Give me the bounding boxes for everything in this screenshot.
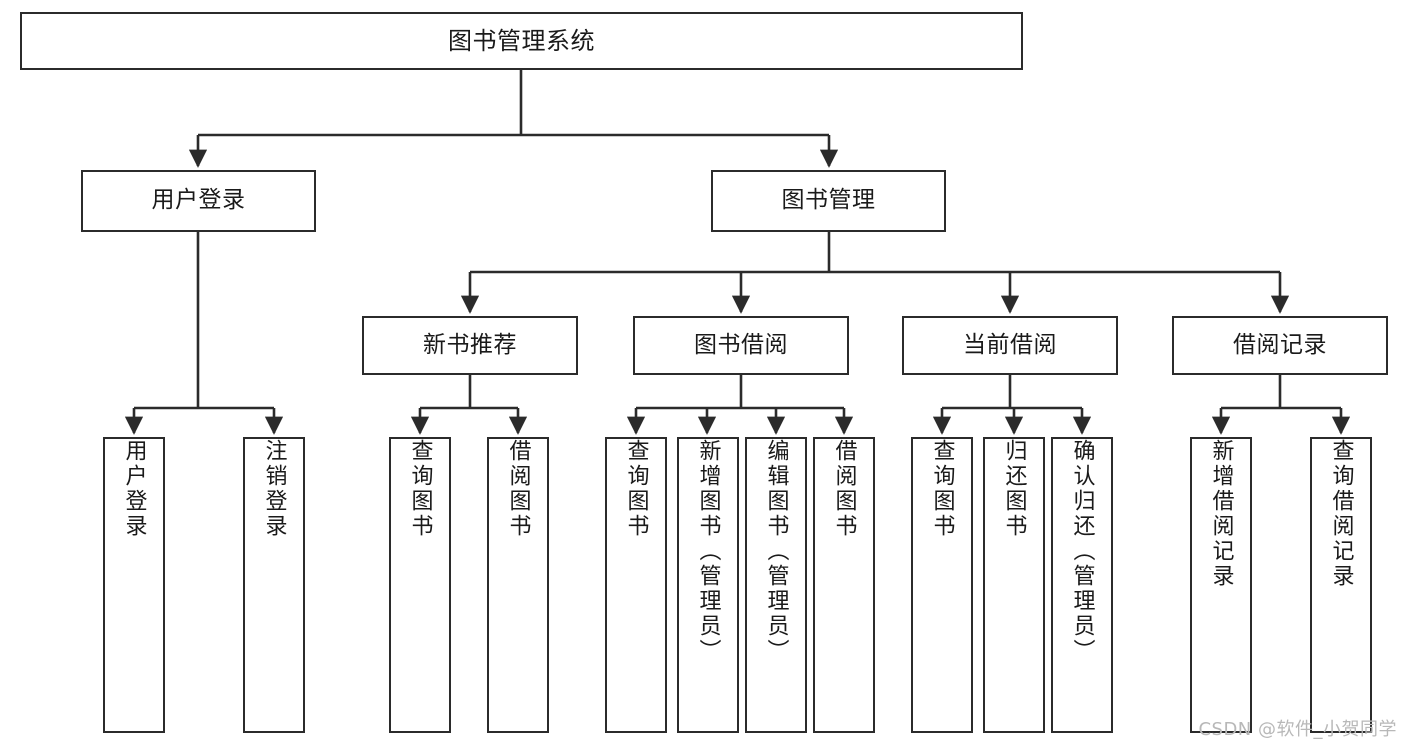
- leaf-borrow-book-recommend[interactable]: 借阅图书: [487, 437, 549, 733]
- node-label: 查询图书: [929, 439, 955, 539]
- node-label: 新增图书（管理员）: [695, 439, 721, 664]
- leaf-return-book[interactable]: 归还图书: [983, 437, 1045, 733]
- leaf-borrow-book[interactable]: 借阅图书: [813, 437, 875, 733]
- node-label: 新增借阅记录: [1208, 439, 1234, 589]
- node-root-system[interactable]: 图书管理系统: [20, 12, 1023, 70]
- node-current-borrow[interactable]: 当前借阅: [902, 316, 1118, 375]
- node-label: 图书借阅: [694, 331, 788, 358]
- node-label: 用户登录: [121, 439, 147, 539]
- node-label: 借阅图书: [831, 439, 857, 539]
- leaf-edit-book-admin[interactable]: 编辑图书（管理员）: [745, 437, 807, 733]
- leaf-query-borrow-record[interactable]: 查询借阅记录: [1310, 437, 1372, 733]
- node-book-management[interactable]: 图书管理: [711, 170, 946, 232]
- leaf-query-book-borrow[interactable]: 查询图书: [605, 437, 667, 733]
- node-label: 归还图书: [1001, 439, 1027, 539]
- node-label: 确认归还（管理员）: [1069, 439, 1095, 664]
- node-label: 借阅记录: [1233, 331, 1327, 358]
- node-borrow-record[interactable]: 借阅记录: [1172, 316, 1388, 375]
- node-new-book-recommend[interactable]: 新书推荐: [362, 316, 578, 375]
- node-label: 当前借阅: [963, 331, 1057, 358]
- leaf-query-book-recommend[interactable]: 查询图书: [389, 437, 451, 733]
- node-label: 查询图书: [623, 439, 649, 539]
- leaf-add-book-admin[interactable]: 新增图书（管理员）: [677, 437, 739, 733]
- node-label: 查询图书: [407, 439, 433, 539]
- node-label: 借阅图书: [505, 439, 531, 539]
- node-label: 编辑图书（管理员）: [763, 439, 789, 664]
- node-book-borrow[interactable]: 图书借阅: [633, 316, 849, 375]
- leaf-query-book-current[interactable]: 查询图书: [911, 437, 973, 733]
- leaf-logout[interactable]: 注销登录: [243, 437, 305, 733]
- node-label: 注销登录: [261, 439, 287, 539]
- leaf-add-borrow-record[interactable]: 新增借阅记录: [1190, 437, 1252, 733]
- node-label: 图书管理系统: [448, 26, 595, 55]
- node-label: 查询借阅记录: [1328, 439, 1354, 589]
- leaf-confirm-return-admin[interactable]: 确认归还（管理员）: [1051, 437, 1113, 733]
- node-user-login[interactable]: 用户登录: [81, 170, 316, 232]
- node-label: 用户登录: [151, 187, 246, 214]
- leaf-user-login[interactable]: 用户登录: [103, 437, 165, 733]
- node-label: 图书管理: [781, 187, 876, 214]
- watermark: CSDN @软件_小贺同学: [1198, 719, 1397, 740]
- node-label: 新书推荐: [423, 331, 517, 358]
